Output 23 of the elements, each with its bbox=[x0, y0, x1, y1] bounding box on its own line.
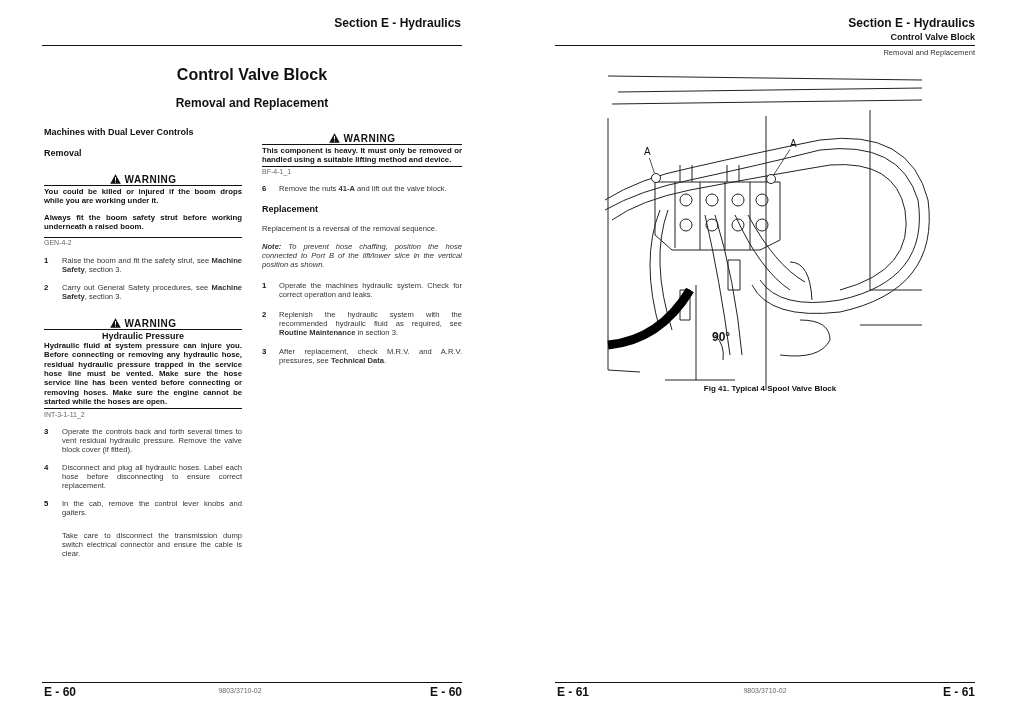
warning-heading: WARNING bbox=[124, 318, 177, 329]
section-heading: Section E - Hydraulics bbox=[847, 16, 975, 31]
warning-heading: WARNING bbox=[343, 133, 396, 144]
warning-heading: WARNING bbox=[124, 174, 177, 185]
callout-letter: A bbox=[644, 146, 651, 158]
leader-line bbox=[649, 157, 655, 174]
section-subtitle: Removal and Replacement bbox=[174, 96, 330, 111]
angle-dimension: 90° bbox=[712, 330, 732, 345]
nut bbox=[651, 173, 661, 183]
warning-subheading: Hydraulic Pressure bbox=[100, 331, 185, 342]
page-number: E - 60 bbox=[429, 685, 462, 700]
page-number: E - 61 bbox=[942, 685, 975, 700]
page-title: Control Valve Block bbox=[175, 65, 329, 85]
subsection-heading: Removal bbox=[44, 148, 83, 159]
page-number: E - 61 bbox=[557, 685, 590, 700]
leader-line bbox=[773, 149, 791, 175]
subsection-heading: Machines with Dual Lever Controls bbox=[44, 127, 195, 138]
page-number: E - 60 bbox=[44, 685, 77, 700]
subsection-heading: Replacement bbox=[262, 204, 320, 215]
nut bbox=[766, 174, 776, 184]
figure-caption: Fig 41. Typical 4 Spool Valve Block bbox=[702, 384, 838, 394]
section-subheading: Control Valve Block bbox=[889, 32, 975, 43]
section-heading: Section E - Hydraulics bbox=[333, 16, 461, 31]
